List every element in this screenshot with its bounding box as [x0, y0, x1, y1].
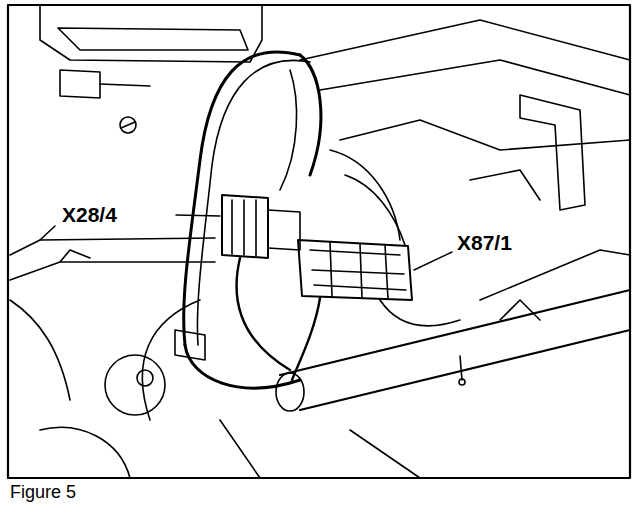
connector-x28-4 — [222, 195, 268, 258]
figure-caption: Figure 5 — [10, 483, 76, 503]
connector-label: X28/4 — [60, 203, 119, 226]
connector-x87-1 — [298, 240, 412, 300]
leader-line — [414, 252, 452, 270]
frame — [8, 5, 630, 478]
connector-label: X87/1 — [455, 231, 514, 254]
leader-line — [176, 215, 220, 216]
